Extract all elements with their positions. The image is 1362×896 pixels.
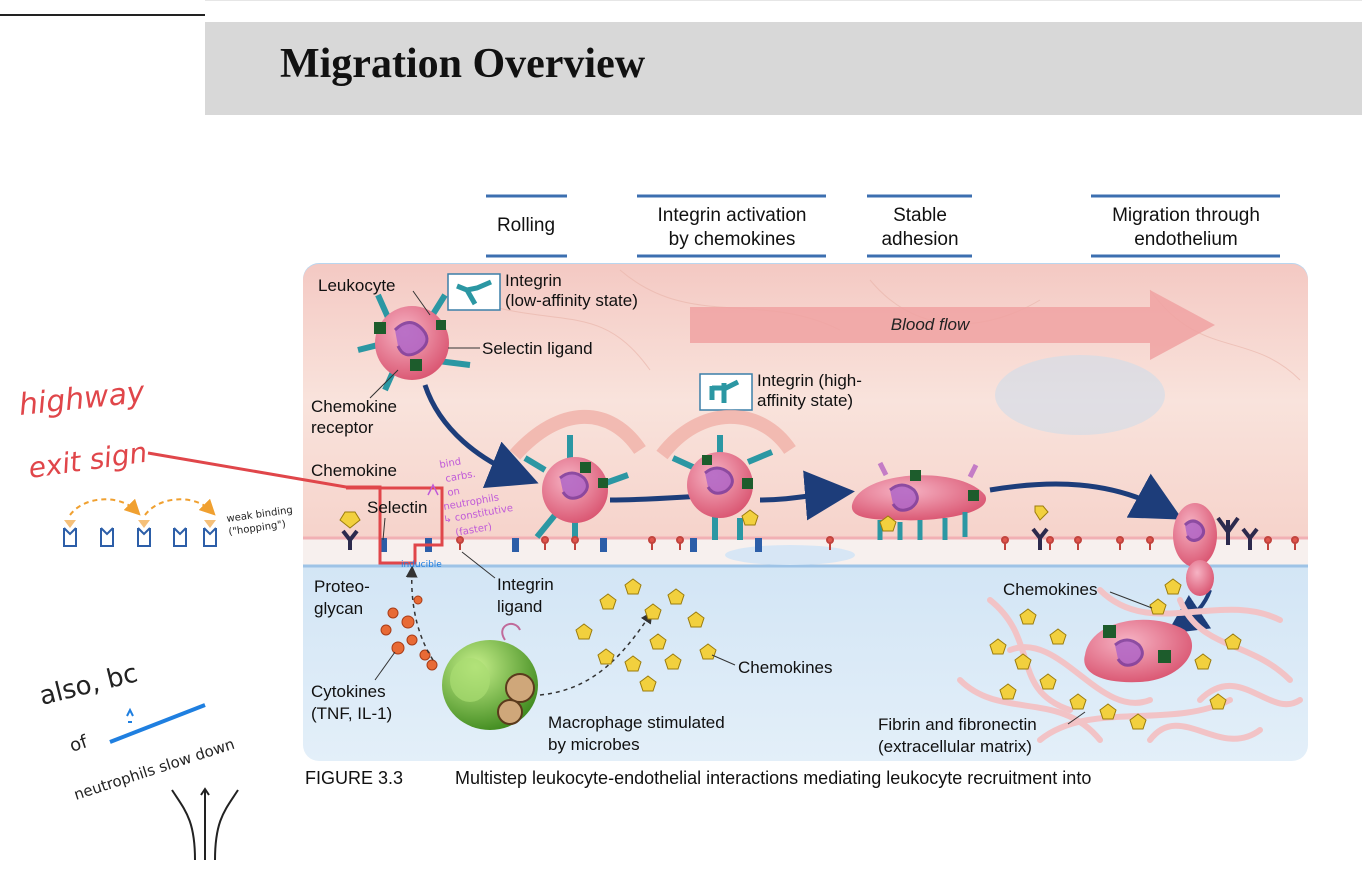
cytokines-label-2: (TNF, IL-1) [311,704,392,723]
integrin-low-icon [447,273,501,311]
title-bar: Migration Overview [205,22,1362,115]
macrophage-label-1: Macrophage stimulated [548,713,725,732]
annotation-carbs: carbs. [445,469,477,485]
leukocyte-in-tissue [1084,619,1193,683]
proteoglycan-1 [339,511,361,550]
chemokine-receptor-label-2: receptor [311,418,374,437]
hopping-diagram: weak binding ("hopping") [63,498,293,547]
integrin-high-label-1: Integrin (high- [757,371,862,390]
receptor-sketch-icon [171,787,239,861]
fibrin-label-2: (extracellular matrix) [878,737,1032,756]
chemokine-particles [575,509,1242,730]
stage-stable-adhesion: Stable adhesion [867,194,972,258]
integrin-low-label-1: Integrin [505,271,562,290]
leukocyte-migrating [1173,503,1240,596]
leukocyte-label: Leukocyte [318,276,396,295]
stage-migration-line2: endothelium [1134,229,1238,250]
annotation-inducible: inducible [401,560,442,570]
stage-rolling: Rolling [486,194,567,258]
stage-migration-line1: Migration through [1112,205,1260,226]
cytokines-label-1: Cytokines [311,682,386,701]
annotation-blue-line [109,703,206,744]
caption-label: FIGURE 3.3 [305,768,403,788]
integrin-high-label-2: affinity state) [757,391,853,410]
proteoglycan-label-1: Proteo- [314,577,370,596]
integrin-ligand-label-2: ligand [497,597,542,616]
stage-stable-line1: Stable [893,205,947,226]
leukocyte-free [357,293,471,392]
chemokine-label: Chemokine [311,461,397,480]
annotation-on: on [447,486,461,499]
cytokine-path [405,565,434,661]
integrin-high-icon [699,373,753,411]
chemokines-right-label: Chemokines [1003,580,1098,599]
leukocyte-activating [671,435,774,540]
chemokines-mid-label: Chemokines [738,658,833,677]
integrin-ligand-markers [456,536,1299,550]
integrin-ligand-label-1: Integrin [497,575,554,594]
stage-stable-line2: adhesion [881,229,958,250]
stage-migration: Migration through endothelium [1091,194,1280,258]
stage-integrin-activation-line1: Integrin activation [658,205,807,226]
exit-sign-outline [147,451,444,565]
top-rule [0,14,205,16]
annotation-slow-down: neutrophils slow down [72,735,237,804]
selectin-label: Selectin [367,498,427,517]
fibrin-label-1: Fibrin and fibronectin [878,715,1037,734]
leukocyte-rolling [523,435,630,540]
leukocyte-path-arrows [422,384,1212,634]
macrophage [442,622,538,730]
annotation-highway: highway [17,375,147,423]
stage-rolling-label: Rolling [497,215,555,236]
stage-headers: Rolling Integrin activation by chemokine… [486,194,1280,258]
annotation-exit-sign: exit sign [26,436,149,485]
stage-integrin-activation: Integrin activation by chemokines [637,194,826,258]
page-title: Migration Overview [280,41,646,87]
stage-integrin-activation-line2: by chemokines [669,229,796,250]
blood-flow-arrow: Blood flow [690,290,1215,360]
leukocyte-adhered [851,461,987,540]
caption-text: Multistep leukocyte-endothelial interact… [455,768,1091,788]
proteoglycan-label-2: glycan [314,599,363,618]
proteoglycan-markers [1031,505,1259,550]
selectin-ligand-label: Selectin ligand [482,339,593,358]
cytokine-particles [380,595,438,671]
annotation-also-bc: also, bc [36,659,140,712]
annotation-of: of [67,731,91,757]
macrophage-label-2: by microbes [548,735,640,754]
annotation-bind: bind [439,456,462,471]
rolling-arc-2 [656,409,796,460]
endothelial-markers [339,505,1299,552]
rolling-arc-1 [509,409,646,460]
blood-flow-label: Blood flow [891,315,971,334]
chemokine-secretion-path [539,611,653,696]
chemokine-receptor-label-1: Chemokine [311,397,397,416]
integrin-low-label-2: (low-affinity state) [505,291,638,310]
top-border [205,0,1362,1]
